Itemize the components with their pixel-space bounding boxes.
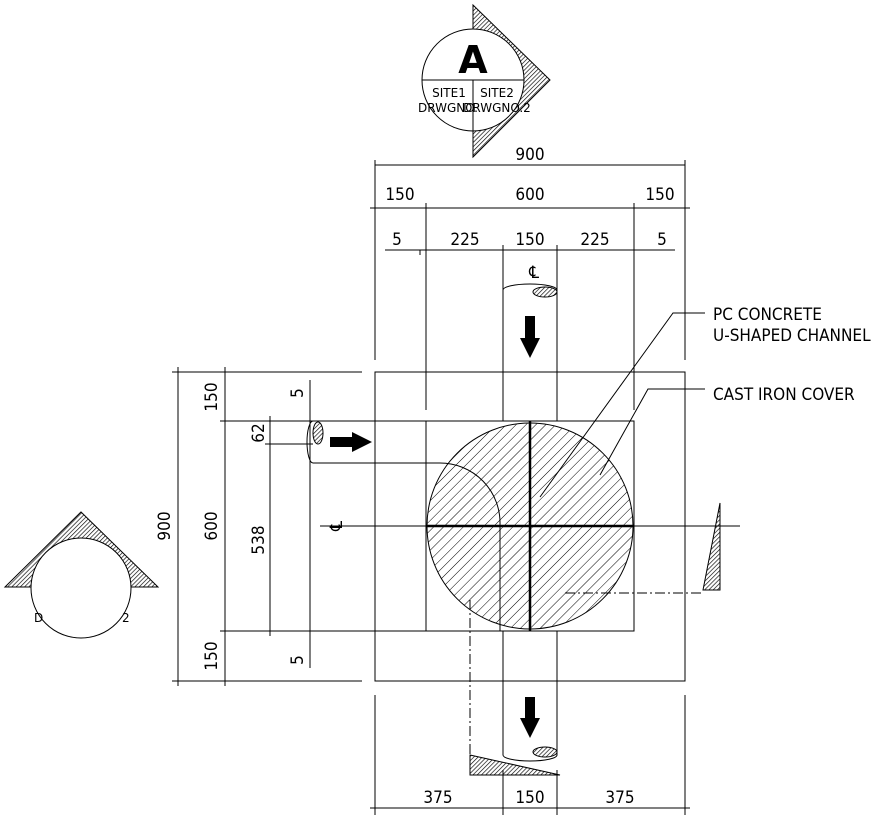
dim-bottom-375-left: 375 (423, 788, 452, 808)
dim-left-150-top: 150 (202, 382, 222, 411)
label-channel-line1: PC CONCRETE (713, 305, 822, 325)
centerline-symbol-left: ℄ (327, 521, 347, 532)
marker-right-text: 2 (122, 611, 130, 625)
dim-top-overall: 900 (515, 145, 544, 165)
dim-top-150-center: 150 (515, 230, 544, 250)
dim-top-225-right: 225 (580, 230, 609, 250)
flow-arrow-down-icon (520, 697, 540, 738)
dim-top-150-left: 150 (385, 185, 414, 205)
top-dimensions (370, 160, 690, 410)
dim-left-5-top: 5 (288, 388, 308, 398)
site1-label: SITE1 (432, 86, 466, 100)
section-marker-left: D 2 (3, 511, 160, 639)
site2-label: SITE2 (480, 86, 514, 100)
section-arrow-bottom (469, 754, 561, 776)
flow-arrow-right-icon (330, 432, 372, 452)
dim-bottom-375-right: 375 (605, 788, 634, 808)
dim-top-5-left: 5 (392, 230, 402, 250)
bottom-dimensions (370, 695, 690, 815)
drawing-no-right: DRWGNO.2 (463, 101, 531, 115)
marker-left-text: D (34, 611, 43, 625)
flow-arrow-down-icon (520, 316, 540, 358)
vertical-channel (502, 283, 558, 762)
dim-bottom-150: 150 (515, 788, 544, 808)
label-channel-line2: U-SHAPED CHANNEL (713, 326, 871, 346)
section-letter: A (458, 38, 488, 82)
leaders (539, 312, 705, 498)
dim-left-150-bottom: 150 (202, 641, 222, 670)
dim-top-225-left: 225 (450, 230, 479, 250)
dim-left-62: 62 (249, 423, 269, 442)
label-cover: CAST IRON COVER (713, 385, 855, 405)
dim-top-5-right: 5 (657, 230, 667, 250)
horizontal-channel (306, 420, 503, 632)
centerline-symbol-top: ℄ (528, 263, 539, 283)
dim-top-600: 600 (515, 185, 544, 205)
left-dimensions (172, 367, 362, 686)
dim-top-150-right: 150 (645, 185, 674, 205)
dim-left-5-bottom: 5 (288, 655, 308, 665)
section-marker-top: A SITE1 SITE2 DRWGNO. DRWGNO.2 (418, 3, 551, 159)
dim-left-overall: 900 (155, 511, 175, 540)
section-arrow-right (702, 502, 721, 591)
dim-left-600: 600 (202, 511, 222, 540)
dim-left-538: 538 (249, 525, 269, 554)
drawing-no-left: DRWGNO. (418, 101, 478, 115)
